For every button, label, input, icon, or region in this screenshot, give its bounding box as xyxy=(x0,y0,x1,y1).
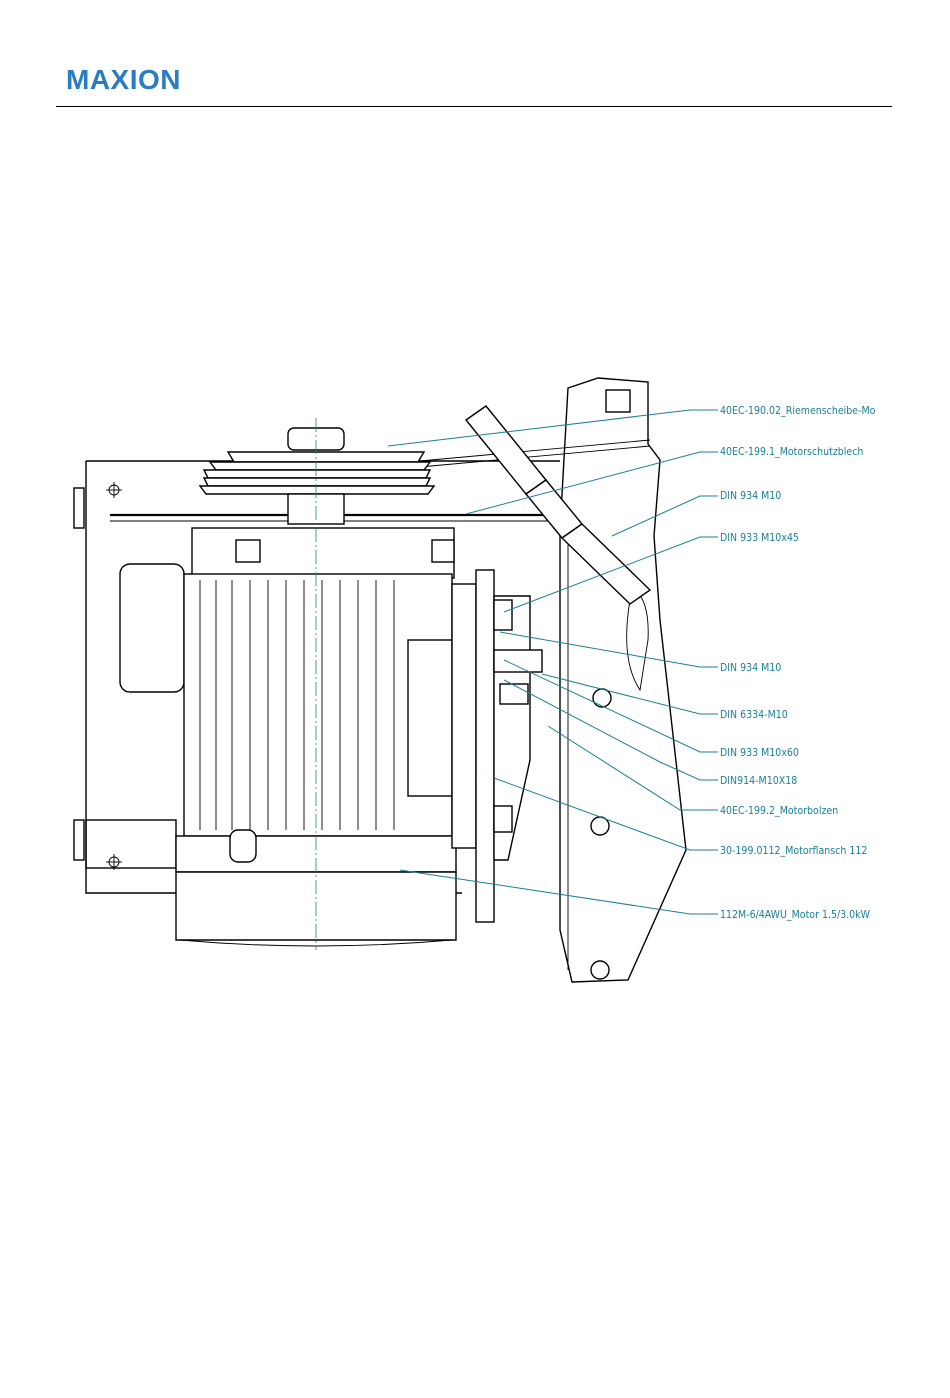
callout-motor-pin: 40EC-199.2_Motorbolzen xyxy=(720,805,838,817)
motor-assembly-drawing: 40EC-190.02_Riemenscheibe-Mo 40EC-199.1_… xyxy=(0,360,950,1000)
support-bracket xyxy=(560,378,686,982)
callout-coupling-nut: DIN 6334-M10 xyxy=(720,709,788,721)
header-divider xyxy=(56,106,892,107)
callout-set-screw: DIN914-M10X18 xyxy=(720,775,797,787)
maxion-logo: MAXION xyxy=(66,64,181,96)
callout-pulley: 40EC-190.02_Riemenscheibe-Mo xyxy=(720,405,876,417)
callout-bolt-m10x45: DIN 933 M10x45 xyxy=(720,532,799,544)
callout-motor-flange: 30-199.0112_Motorflansch 112 xyxy=(720,845,867,857)
callout-nut-2: DIN 934 M10 xyxy=(720,662,781,674)
callout-motor: 112M-6/4AWU_Motor 1.5/3.0kW xyxy=(720,909,871,921)
motor xyxy=(120,528,456,946)
callout-nut-1: DIN 934 M10 xyxy=(720,490,781,502)
callout-motor-guard: 40EC-199.1_Motorschutzblech xyxy=(720,446,863,458)
motor-flange xyxy=(452,570,542,922)
pulley xyxy=(200,428,434,524)
callout-bolt-m10x60: DIN 933 M10x60 xyxy=(720,747,799,759)
